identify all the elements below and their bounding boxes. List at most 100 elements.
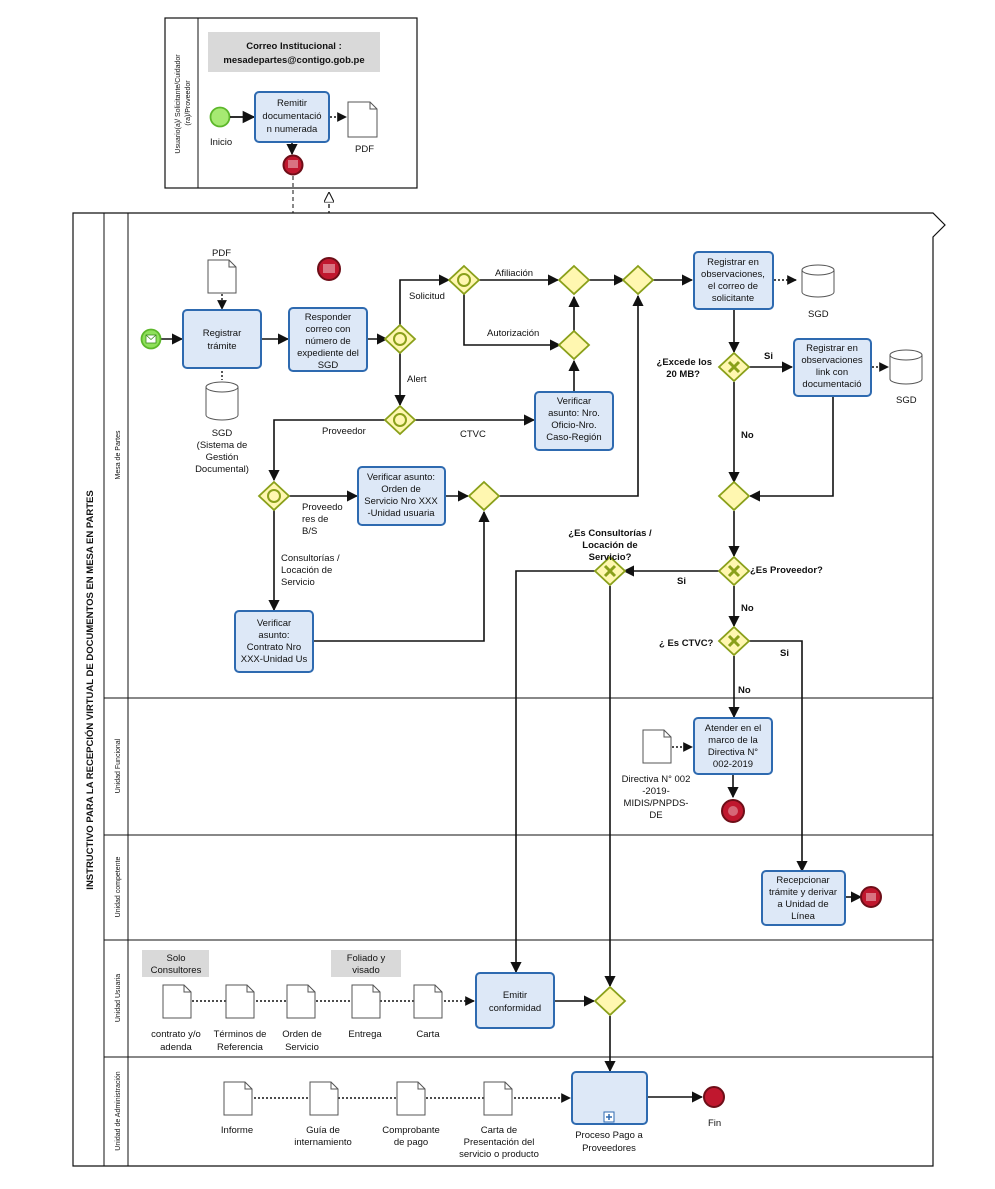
message-start-event (140, 328, 162, 350)
gateway-merge-proveedor (467, 480, 501, 512)
gateway-merge-usuaria (593, 985, 627, 1017)
gateway-merge-20mb (717, 480, 751, 512)
lane-unidad-funcional: Unidad Funcional (115, 738, 122, 793)
svg-text:Entrega: Entrega (348, 1029, 382, 1040)
svg-text:¿Es Proveedor?: ¿Es Proveedor? (750, 565, 823, 576)
gateway-merge-autorizacion (557, 329, 591, 361)
svg-text:Inicio: Inicio (210, 137, 232, 148)
main-pool: INSTRUCTIVO PARA LA RECEPCIÓN VIRTUAL DE… (72, 212, 946, 1167)
flow-labels: Solicitud Afiliación Autorización Alert … (281, 268, 539, 588)
svg-text:No: No (738, 685, 751, 696)
note-correo: Correo Institucional :mesadepartes@conti… (208, 32, 380, 72)
gateway-solicitud (447, 264, 481, 296)
doc-pdf-top: PDF (347, 101, 378, 155)
datastore-sgd-observaciones: SGD (801, 264, 835, 320)
svg-text:Solicitud: Solicitud (409, 291, 445, 302)
gateway-es-consultorias (593, 555, 627, 587)
doc-directiva: Directiva N° 002-2019-MIDIS/PNPDS-DE (622, 729, 691, 821)
svg-text:No: No (741, 603, 754, 614)
svg-text:Alert: Alert (407, 374, 427, 385)
svg-text:Afiliación: Afiliación (495, 268, 533, 279)
svg-text:Informe: Informe (221, 1125, 253, 1136)
svg-text:PDF: PDF (212, 248, 231, 259)
svg-text:Si: Si (677, 576, 686, 587)
gateway-merge-afiliacion (557, 264, 591, 296)
pool-title: INSTRUCTIVO PARA LA RECEPCIÓN VIRTUAL DE… (84, 490, 96, 889)
doc-entrega: Entrega (348, 984, 382, 1040)
gateway-tipo-solicitud (383, 323, 417, 355)
sequence-flows (161, 274, 863, 1103)
lane-unidad-competente: Unidad competente (115, 857, 122, 918)
svg-text:Correo Institucional :mesadepa: Correo Institucional :mesadepartes@conti… (223, 41, 364, 66)
svg-text:PDF: PDF (355, 144, 374, 155)
doc-carta: Carta (413, 984, 443, 1040)
gateway-es-proveedor (717, 555, 751, 587)
svg-text:Proveedores deB/S: Proveedores deB/S (302, 502, 343, 537)
svg-text:Directiva N° 002-2019-MIDIS/PN: Directiva N° 002-2019-MIDIS/PNPDS-DE (622, 774, 691, 821)
svg-text:Proveedor: Proveedor (322, 426, 366, 437)
svg-text:Si: Si (780, 648, 789, 659)
message-end-event-top (282, 154, 304, 176)
lane-unidad-usuaria: Unidad Usuaria (115, 974, 122, 1022)
doc-pdf: PDF (207, 248, 237, 294)
message-end-event-recepcionar (860, 886, 882, 908)
datastore-sgd-link: SGD (889, 349, 923, 406)
start-event-inicio: Inicio (209, 106, 232, 148)
svg-text:CTVC: CTVC (460, 429, 486, 440)
gateway-alert (383, 404, 417, 436)
lane-mesa-de-partes: Mesa de Partes (115, 430, 122, 480)
svg-text:SGD: SGD (808, 309, 829, 320)
svg-text:Si: Si (764, 351, 773, 362)
gateway-excede-20mb (717, 351, 751, 383)
gateway-proveedor (257, 480, 291, 512)
lane-unidad-administracion: Unidad de Administración (115, 1071, 122, 1150)
end-event-fin: Fin (703, 1086, 725, 1129)
terminate-end-event-atender (721, 799, 745, 823)
gateway-merge-main (621, 264, 655, 296)
gateway-es-ctvc (717, 625, 751, 657)
svg-text:SGD: SGD (896, 395, 917, 406)
